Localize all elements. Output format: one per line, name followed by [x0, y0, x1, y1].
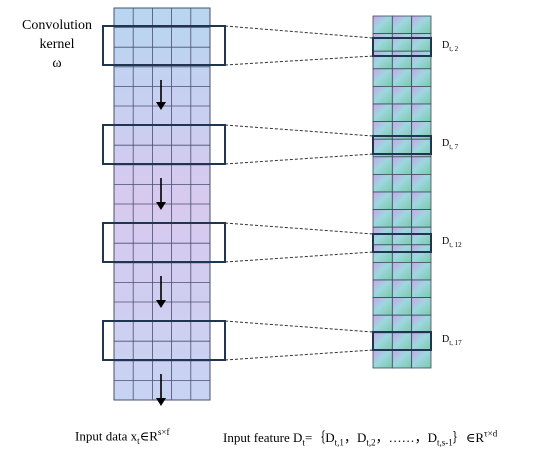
feature-cell — [372, 156, 393, 175]
feature-highlight-box — [372, 233, 432, 253]
feature-cell — [411, 33, 432, 52]
feature-cell — [411, 244, 432, 263]
kernel-label-line3: ω — [52, 56, 62, 71]
feature-cell — [372, 33, 393, 52]
slide-arrows — [156, 80, 166, 406]
feature-cell — [372, 279, 393, 299]
feature-cell — [372, 68, 393, 87]
feature-cell — [411, 261, 432, 281]
projection-line-bottom — [224, 349, 374, 361]
feature-cell — [391, 156, 413, 175]
kernel-window — [102, 320, 226, 361]
feature-cell — [411, 279, 432, 299]
down-arrow-head — [156, 300, 166, 308]
kernel-label: Convolution kernel ω — [2, 16, 112, 73]
feature-cell — [391, 349, 413, 369]
feature-cell — [391, 68, 413, 87]
feature-cell — [372, 103, 393, 123]
feature-cell — [411, 297, 432, 316]
feature-cell — [391, 209, 413, 228]
feature-cell — [411, 68, 432, 87]
feature-cell — [391, 86, 413, 105]
feature-cell — [391, 297, 413, 316]
feature-cell — [411, 156, 432, 175]
feature-highlight-box — [372, 135, 432, 155]
d-label-t17: Dt, 17 — [442, 334, 462, 347]
feature-cell — [372, 349, 393, 369]
projection-line-top — [224, 320, 374, 333]
feature-cell — [372, 86, 393, 105]
projection-line-top — [224, 124, 374, 137]
kernel-label-line1: Convolution — [21, 18, 92, 33]
kernel-windows — [102, 25, 226, 361]
feature-cell — [372, 332, 393, 351]
feature-cell — [411, 173, 432, 193]
d-label-t2: Dt, 2 — [442, 40, 459, 53]
feature-cell — [372, 314, 393, 334]
down-arrow-head — [156, 202, 166, 210]
feature-cell — [411, 314, 432, 334]
projection-line-top — [224, 25, 374, 39]
feature-cell — [411, 50, 432, 70]
down-arrow-head — [156, 398, 166, 406]
feature-cell — [391, 173, 413, 193]
d-label-t12: Dt, 12 — [442, 236, 462, 249]
projection-line-bottom — [224, 153, 374, 165]
caption-input-data: Input data xt∈Rs×f — [75, 427, 170, 446]
feature-cell — [391, 332, 413, 351]
feature-cell — [372, 261, 393, 281]
feature-cell — [372, 244, 393, 263]
feature-cell — [372, 297, 393, 316]
feature-highlight-box — [372, 37, 432, 57]
feature-cell — [411, 209, 432, 228]
feature-cell — [391, 226, 413, 246]
caption-input-feature: Input feature Dt=｛Dt,1，Dt,2，……，Dt,s-1｝∈R… — [223, 428, 498, 448]
input-feature-matrix — [372, 15, 432, 369]
feature-highlight-box — [372, 331, 432, 351]
feature-cell — [411, 226, 432, 246]
feature-cell — [372, 173, 393, 193]
feature-highlight-boxes — [372, 37, 432, 351]
kernel-window — [102, 25, 226, 66]
down-arrow-head — [156, 102, 166, 110]
feature-cell — [391, 191, 413, 211]
feature-cell — [391, 103, 413, 123]
feature-cell — [411, 332, 432, 351]
feature-cell — [411, 349, 432, 369]
kernel-label-line2: kernel — [39, 37, 75, 52]
d-label-t7: Dt, 7 — [442, 138, 459, 151]
feature-cell — [411, 103, 432, 123]
feature-cell — [391, 244, 413, 263]
feature-cell — [372, 226, 393, 246]
projection-line-top — [224, 222, 374, 235]
feature-cell — [391, 314, 413, 334]
kernel-window — [102, 124, 226, 165]
feature-cell — [411, 191, 432, 211]
feature-cell — [372, 15, 393, 35]
feature-cell — [372, 191, 393, 211]
kernel-window — [102, 222, 226, 263]
feature-cell — [391, 261, 413, 281]
feature-cell — [411, 15, 432, 35]
projection-lines — [224, 25, 374, 361]
feature-cell — [372, 209, 393, 228]
feature-cell — [391, 33, 413, 52]
feature-cell — [391, 15, 413, 35]
feature-cell — [411, 86, 432, 105]
projection-line-bottom — [224, 55, 374, 66]
feature-cell — [391, 279, 413, 299]
projection-line-bottom — [224, 251, 374, 263]
feature-cell — [372, 50, 393, 70]
feature-cell — [391, 50, 413, 70]
